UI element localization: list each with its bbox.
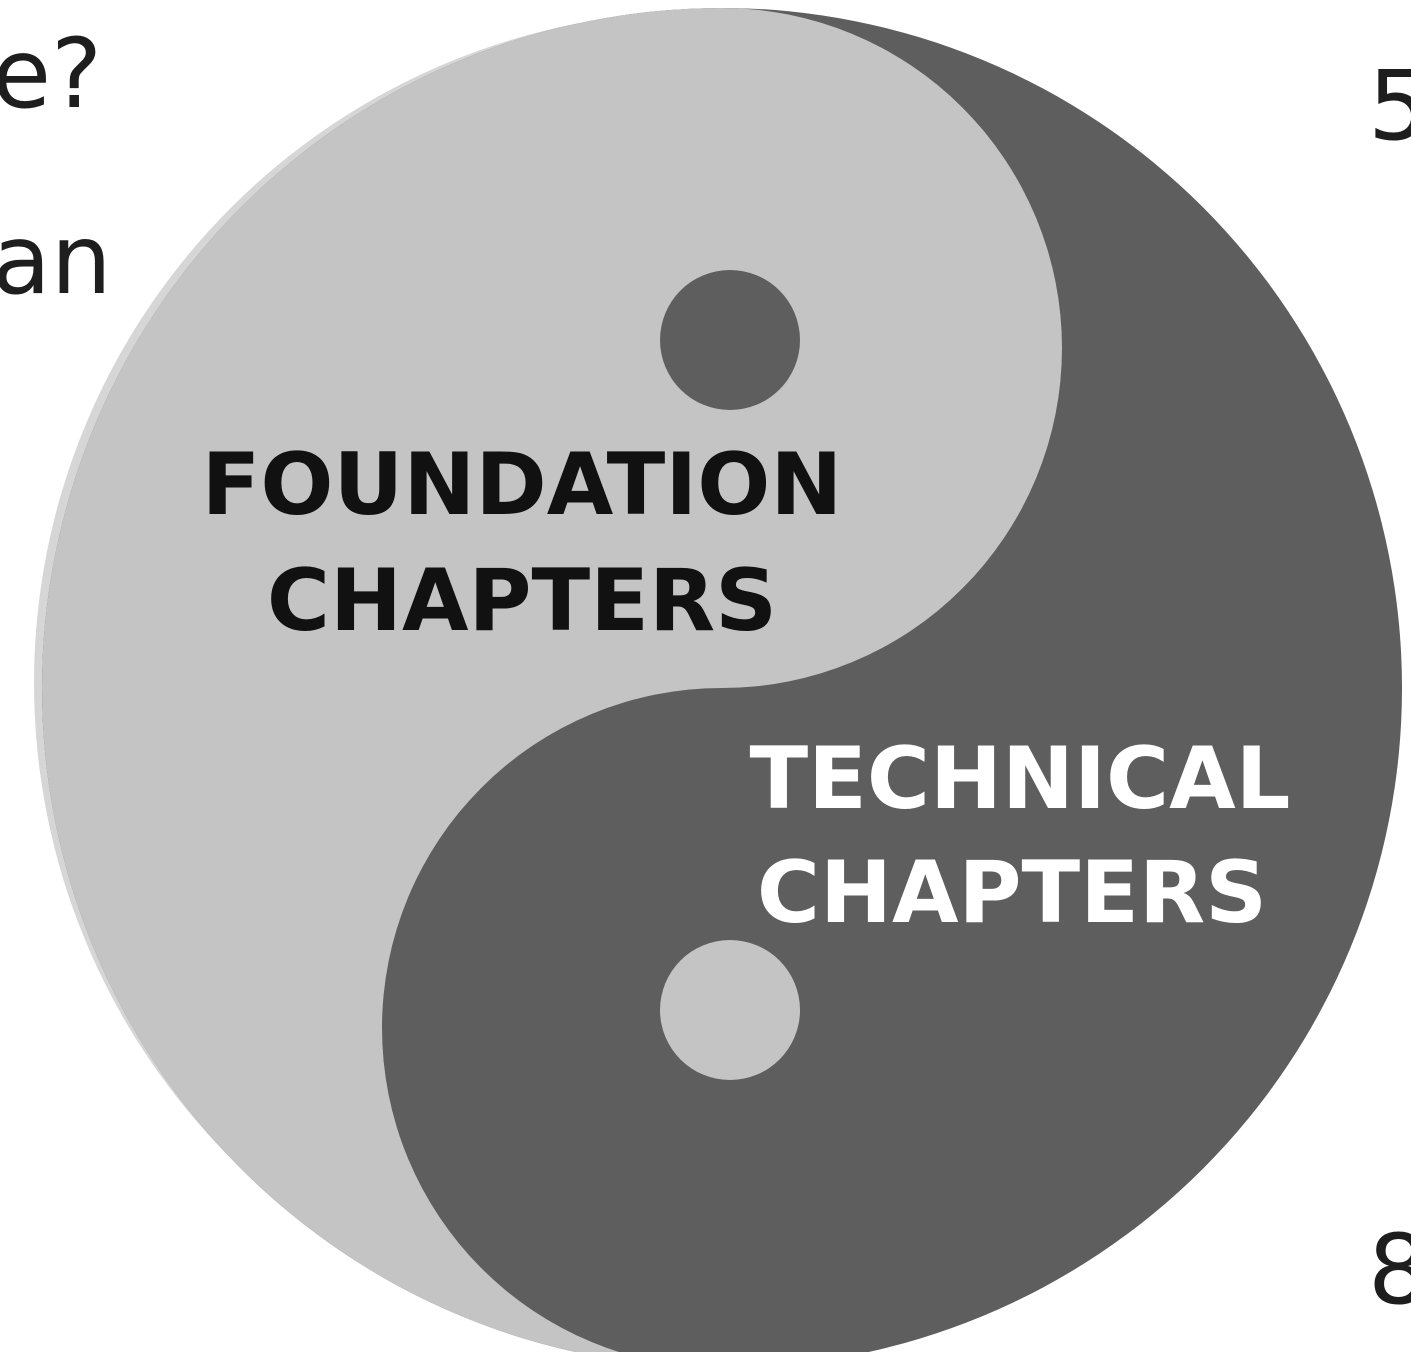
- cut-text-fragment-bottom-right: 8: [1368, 1214, 1411, 1326]
- cut-text-fragment-left: an: [0, 204, 112, 316]
- cut-text-fragment-top-left: e?: [0, 18, 103, 130]
- foundation-label-line1: FOUNDATION: [202, 435, 843, 535]
- yin-yang-dark-dot: [660, 270, 800, 410]
- cut-text-fragment-top-right: 5: [1368, 50, 1411, 162]
- yin-yang-light-half: [42, 8, 1062, 1352]
- foundation-label-line2: CHAPTERS: [267, 551, 777, 651]
- technical-label-line1: TECHNICAL: [750, 729, 1291, 829]
- yin-yang-light-dot: [660, 940, 800, 1080]
- technical-label-line2: CHAPTERS: [757, 843, 1267, 943]
